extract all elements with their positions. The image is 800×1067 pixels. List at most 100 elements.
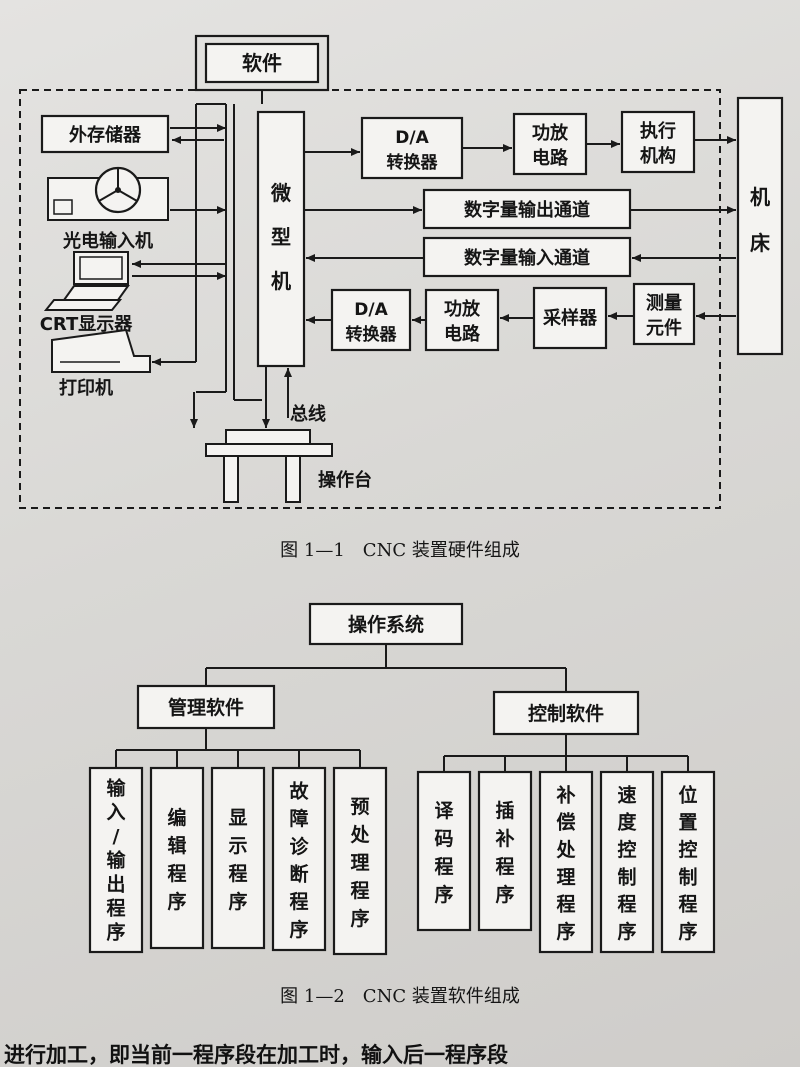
amplifier-top-box: 功放 电路 <box>512 112 588 176</box>
control-leaf-2-char-4: 序 <box>495 883 514 906</box>
figure-1-caption: 图 1—1 CNC 装置硬件组成 <box>280 540 520 561</box>
management-leaf-3-char-2: 示 <box>228 835 247 857</box>
os-root-box: 操作系统 <box>308 602 464 646</box>
management-leaf-4-char-5: 程 <box>289 891 308 913</box>
management-leaf-2-char-1: 编 <box>167 806 186 829</box>
control-leaf-5-char-5: 程 <box>678 894 697 916</box>
actuator-box: 执行 机构 <box>620 110 696 174</box>
management-leaf-5-char-3: 理 <box>350 852 369 874</box>
digital-input-channel-box: 数字量输入通道 <box>422 236 632 278</box>
machine-tool-box: 机 床 <box>736 96 784 356</box>
measure-line-1: 测量 <box>646 292 682 314</box>
management-leaf-5-char-5: 序 <box>350 907 369 930</box>
microcomputer-box: 微 型 机 <box>256 110 306 368</box>
management-leaf-2-char-3: 程 <box>167 863 186 885</box>
control-leaf-1-char-3: 程 <box>434 856 453 878</box>
control-leaf-1-char-4: 序 <box>434 883 453 906</box>
control-leaf-box-3 <box>538 770 594 954</box>
management-leaf-2-char-4: 序 <box>167 890 186 913</box>
control-leaf-3-char-5: 程 <box>556 894 575 916</box>
software-box: 软件 <box>194 34 330 92</box>
management-leaf-4-char-2: 障 <box>289 807 308 830</box>
control-leaf-3-char-3: 处 <box>555 838 576 861</box>
digital-input-label: 数字量输入通道 <box>464 247 590 269</box>
management-leaf-box-3 <box>210 766 266 950</box>
amp-top-line-1: 功放 <box>532 122 569 144</box>
micro-char-3: 机 <box>271 269 291 293</box>
control-leaf-4-char-2: 度 <box>617 811 637 834</box>
micro-char-2: 型 <box>271 225 291 249</box>
control-leaf-3-char-1: 补 <box>556 783 575 806</box>
photoelectric-reader-icon <box>47 166 169 221</box>
control-leaf-2-char-3: 程 <box>495 856 514 878</box>
management-leaf-3-char-1: 显 <box>228 807 247 829</box>
micro-char-1: 微 <box>270 181 291 205</box>
control-leaf-3-char-6: 序 <box>556 920 575 943</box>
management-leaf-3-char-4: 序 <box>228 890 247 913</box>
figure-2-caption: 图 1—2 CNC 装置软件组成 <box>280 986 520 1007</box>
control-leaf-4-char-3: 控 <box>617 838 636 861</box>
management-leaf-1-char-2: 入 <box>106 802 125 824</box>
machine-char-2: 床 <box>750 231 771 255</box>
management-software-box: 管理软件 <box>136 684 276 730</box>
management-leaf-box-1 <box>88 766 144 954</box>
control-leaf-4-char-4: 制 <box>617 865 636 888</box>
control-leaf-5-char-1: 位 <box>678 783 697 806</box>
management-leaf-1-char-3: / <box>113 826 120 848</box>
control-leaf-5-char-2: 置 <box>678 812 697 834</box>
control-leaf-box-1 <box>416 770 472 932</box>
figure-2-software: 操作系统 管理软件 控制软件 输入/输出程序编辑程序显示程序故障诊断程序预处理程… <box>88 602 716 1007</box>
management-leaf-5-char-4: 程 <box>350 880 369 902</box>
management-leaf-2-char-2: 辑 <box>167 834 186 857</box>
control-leaf-2-char-1: 插 <box>495 800 514 822</box>
management-leaf-5-char-1: 预 <box>350 796 369 818</box>
cnc-boundary <box>19 89 721 509</box>
os-root-label: 操作系统 <box>348 613 424 636</box>
actuator-line-1: 执行 <box>640 120 676 142</box>
sampler-label: 采样器 <box>542 307 598 329</box>
figure-1-hardware: 软件 外存储器 光电输入机 <box>19 34 784 561</box>
console-icon <box>205 429 333 503</box>
management-leaf-4-char-3: 诊 <box>289 835 309 858</box>
da-top-line-1: D/A <box>395 128 429 148</box>
control-leaf-1-char-2: 码 <box>434 828 453 850</box>
da-bottom-line-1: D/A <box>354 300 388 320</box>
control-leaf-4-char-1: 速 <box>617 783 636 806</box>
actuator-line-2: 机构 <box>640 145 676 167</box>
da-converter-top-box: D/A 转换器 <box>360 116 464 180</box>
measurement-element-box: 测量 元件 <box>632 282 696 346</box>
external-storage-label: 外存储器 <box>69 124 142 146</box>
control-leaf-1-char-1: 译 <box>434 800 454 822</box>
management-leaf-4-char-1: 故 <box>289 780 309 803</box>
control-leaf-5-char-4: 制 <box>678 865 697 888</box>
control-leaf-5-char-3: 控 <box>678 838 697 861</box>
printer-icon <box>51 328 151 373</box>
management-leaf-1-char-6: 程 <box>106 898 125 920</box>
bus-label: 总线 <box>290 403 326 425</box>
management-leaf-box-5 <box>332 766 388 956</box>
management-leaf-1-char-5: 出 <box>106 873 125 896</box>
management-leaf-1-char-4: 输 <box>106 849 126 872</box>
amp-bottom-line-1: 功放 <box>444 298 481 320</box>
control-leaf-4-char-6: 序 <box>617 920 636 943</box>
control-leaf-box-4 <box>599 770 655 954</box>
management-leaf-1-char-1: 输 <box>106 777 126 800</box>
da-converter-bottom-box: D/A 转换器 <box>330 288 412 352</box>
amp-bottom-line-2: 电路 <box>444 323 481 345</box>
control-software-label: 控制软件 <box>528 702 604 725</box>
console-label: 操作台 <box>318 469 372 491</box>
control-leaf-3-char-4: 理 <box>556 866 575 888</box>
management-leaf-1-char-7: 序 <box>106 921 125 944</box>
control-leaf-3-char-2: 偿 <box>556 811 575 834</box>
machine-char-1: 机 <box>750 185 770 209</box>
measure-line-2: 元件 <box>646 317 682 339</box>
printer-label: 打印机 <box>59 377 113 399</box>
management-software-label: 管理软件 <box>168 696 244 719</box>
control-leaf-box-5 <box>660 770 716 954</box>
da-bottom-line-2: 转换器 <box>346 324 398 345</box>
amp-top-line-2: 电路 <box>532 147 569 169</box>
